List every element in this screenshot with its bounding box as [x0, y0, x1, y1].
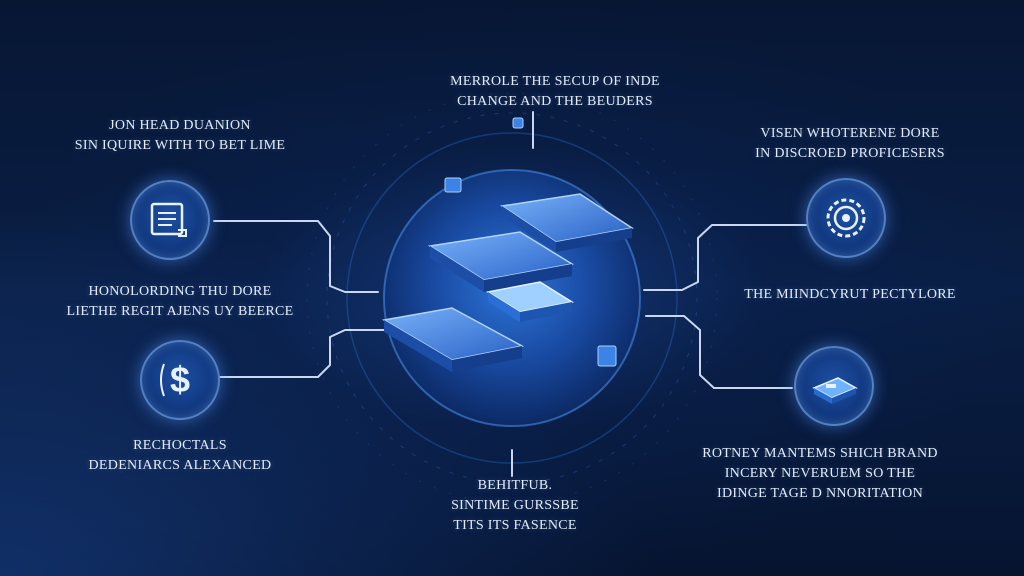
bottom-center-label-line-1: BEHITFUB. [477, 478, 553, 493]
bottom-right-label-line-3: IDINGE TAGE D NNORITATION [716, 486, 924, 501]
dollar-icon-glyph: $ [160, 359, 190, 400]
connector-top-right [643, 224, 811, 291]
gear-icon [806, 178, 886, 258]
top-center-label: MERROLE THE SECUP OF INDE CHANGE AND THE… [420, 72, 690, 112]
bottom-right-label-line-1: ROTNEY MANTEMS SHICH BRAND [702, 446, 938, 461]
server-icon [794, 346, 874, 426]
mid-left-label-line-2: LIETHE REGIT AJENS UY BEERCE [66, 304, 294, 319]
top-left-label-line-2: SIN IQUIRE WITH TO BET LIME [74, 138, 286, 153]
svg-text:$: $ [170, 359, 190, 400]
server-icon-glyph [812, 377, 858, 404]
bottom-center-label: BEHITFUB. SINTIME GURSSBE TITS ITS FASEN… [400, 476, 630, 536]
top-left-label: JON HEAD DUANION SIN IQUIRE WITH TO BET … [50, 116, 310, 156]
bottom-right-label: ROTNEY MANTEMS SHICH BRAND INCERY NEVERU… [670, 444, 970, 504]
top-center-label-line-1: MERROLE THE SECUP OF INDE [450, 74, 660, 89]
document-icon-glyph [150, 202, 187, 237]
connector-bottom-right [645, 315, 793, 389]
connector-lines [213, 111, 811, 477]
bottom-right-label-line-2: INCERY NEVERUEM SO THE [724, 466, 916, 481]
top-right-label-line-1: VISEN WHOTERENE DORE [760, 126, 940, 141]
document-icon [130, 180, 210, 260]
top-right-label: VISEN WHOTERENE DORE IN DISCROED PROFICE… [720, 124, 980, 164]
floating-cubes [444, 117, 617, 367]
mid-left-label: HONOLORDING THU DORE LIETHE REGIT AJENS … [40, 282, 320, 322]
gear-icon-glyph [826, 198, 866, 238]
circuit-board-stack [381, 193, 634, 372]
connector-top-left [213, 220, 379, 293]
dollar-icon: $ [140, 340, 220, 420]
bottom-center-label-line-2: SINTIME GURSSBE [451, 498, 579, 513]
top-right-label-line-2: IN DISCROED PROFICESERS [755, 146, 945, 161]
mid-right-label: THE MIINDCYRUT PECTYLORE [710, 285, 990, 305]
bottom-left-label-line-2: DEDENIARCS ALEXANCED [88, 458, 272, 473]
top-left-label-line-1: JON HEAD DUANION [109, 118, 251, 133]
connector-bottom-left [217, 329, 385, 378]
mid-right-label-line-1: THE MIINDCYRUT PECTYLORE [744, 287, 956, 302]
bottom-left-label: RECHOCTALS DEDENIARCS ALEXANCED [50, 436, 310, 476]
bottom-left-label-line-1: RECHOCTALS [133, 438, 227, 453]
bottom-center-label-line-3: TITS ITS FASENCE [453, 518, 577, 533]
mid-left-label-line-1: HONOLORDING THU DORE [88, 284, 272, 299]
top-center-label-line-2: CHANGE AND THE BEUDERS [457, 94, 653, 109]
